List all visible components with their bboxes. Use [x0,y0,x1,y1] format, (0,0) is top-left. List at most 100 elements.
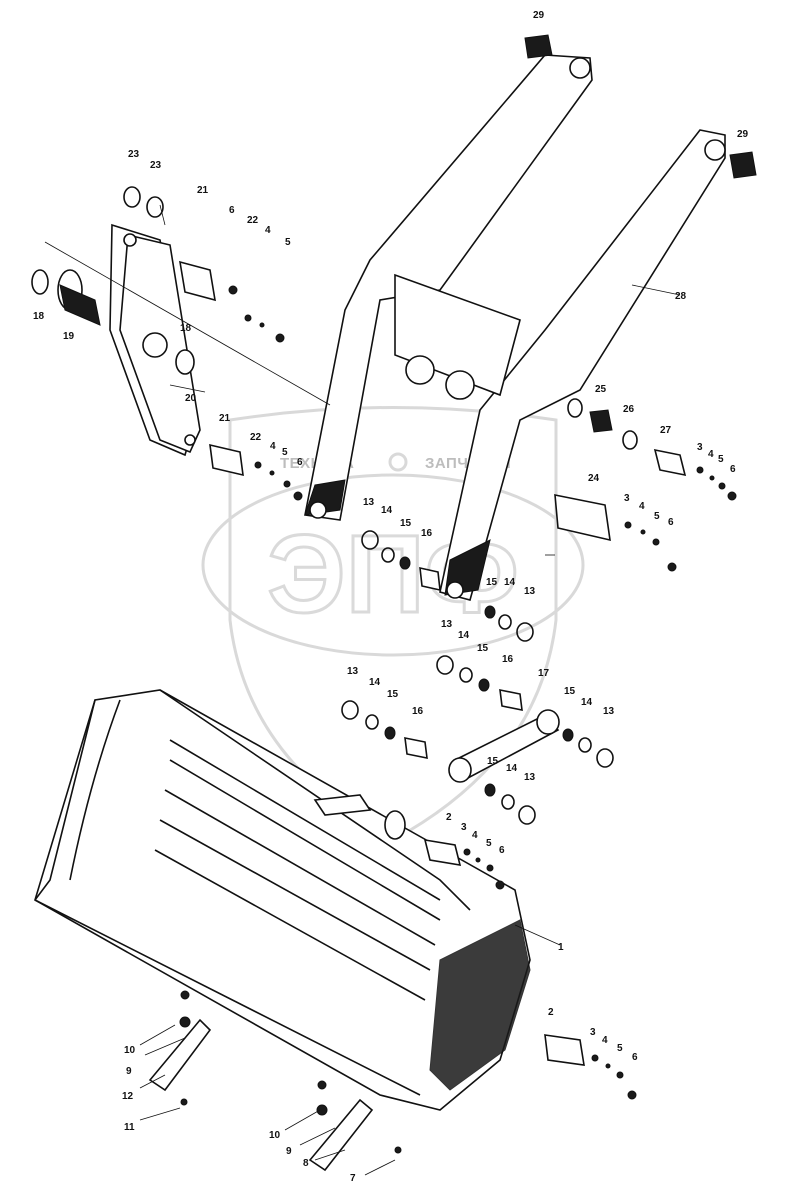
callout-6: 6 [730,464,736,475]
callout-4: 4 [472,830,478,841]
callout-15: 15 [400,518,412,529]
callout-12: 12 [122,1091,134,1102]
callout-24: 24 [588,473,600,484]
callout-26: 26 [623,404,635,415]
pin-21-lower [209,443,244,477]
bucket [34,689,531,1111]
callout-15: 15 [387,689,399,700]
callout-23: 23 [128,149,140,160]
callout-21: 21 [219,413,231,424]
callout-6: 6 [668,517,674,528]
callout-5: 5 [282,447,288,458]
callout-4: 4 [708,449,714,460]
callout-18: 18 [33,311,45,322]
bushing-25 [589,409,613,433]
pin-27 [653,448,687,477]
callout-4: 4 [270,441,276,452]
callout-14: 14 [369,677,381,688]
callout-16: 16 [421,528,433,539]
callout-4: 4 [639,501,645,512]
callout-labels: 29 29 23 23 21 6 22 4 5 18 19 18 20 28 2… [33,10,749,1184]
callout-5: 5 [486,838,492,849]
tilt-link [448,709,560,783]
callout-2: 2 [446,812,452,823]
callout-25: 25 [595,384,607,395]
callout-21: 21 [197,185,209,196]
callout-4: 4 [602,1035,608,1046]
bushing-19 [57,269,101,326]
callout-6: 6 [632,1052,638,1063]
callout-5: 5 [617,1043,623,1054]
callout-3: 3 [461,822,467,833]
callout-15: 15 [487,756,499,767]
pin-21-upper [179,260,216,302]
watermark-ring [201,473,585,657]
callout-13: 13 [441,619,453,630]
washer-18a [31,269,49,295]
callout-16: 16 [502,654,514,665]
callout-16: 16 [412,706,424,717]
callout-9: 9 [126,1066,132,1077]
callout-2: 2 [548,1007,554,1018]
callout-3: 3 [590,1027,596,1038]
callout-14: 14 [506,763,518,774]
lift-arm-right [439,129,726,601]
callout-6: 6 [229,205,235,216]
callout-8: 8 [303,1158,309,1169]
callout-15: 15 [477,643,489,654]
callout-19: 19 [63,331,75,342]
bushing-29a [524,34,553,59]
callout-29: 29 [737,129,749,140]
callout-1: 1 [558,942,564,953]
gear-icon [388,452,408,472]
callout-14: 14 [504,577,516,588]
leader-lines [44,204,681,1176]
callout-20: 20 [185,393,197,404]
callout-23: 23 [150,160,162,171]
callout-29: 29 [533,10,545,21]
callout-10: 10 [124,1045,136,1056]
seal-stack-upper [361,530,534,642]
callout-17: 17 [538,668,550,679]
callout-22: 22 [250,432,262,443]
callout-5: 5 [654,511,660,522]
callout-14: 14 [458,630,470,641]
lift-arm-left [304,54,593,521]
tooth-upper [148,1016,212,1092]
callout-13: 13 [347,666,359,677]
callout-6: 6 [499,845,505,856]
callout-10: 10 [269,1130,281,1141]
cross-tube [394,273,521,400]
callout-9: 9 [286,1146,292,1157]
callout-22: 22 [247,215,259,226]
callout-5: 5 [285,237,291,248]
callout-14: 14 [581,697,593,708]
callout-13: 13 [363,497,375,508]
callout-28: 28 [675,291,687,302]
callout-13: 13 [524,772,536,783]
washer-26 [622,430,638,450]
washer-18b [175,349,195,375]
tooth-lower [308,1098,374,1172]
callout-11: 11 [124,1122,135,1133]
callout-6: 6 [297,457,303,468]
pin-24 [554,494,611,542]
callout-3: 3 [697,442,703,453]
seal-stack-lower [341,655,614,825]
pin-2-lower [544,1034,585,1066]
washers-23 [123,186,164,218]
fasteners [180,285,737,1154]
callout-15: 15 [486,577,498,588]
callout-18: 18 [180,323,192,334]
callout-14: 14 [381,505,393,516]
bellcrank-lever [109,223,201,457]
pin-2-upper [423,839,462,866]
callout-27: 27 [660,425,672,436]
callout-15: 15 [564,686,576,697]
callout-4: 4 [265,225,271,236]
callout-3: 3 [624,493,630,504]
bushing-29b [729,151,757,179]
callout-5: 5 [718,454,724,465]
ring-25 [567,398,583,418]
